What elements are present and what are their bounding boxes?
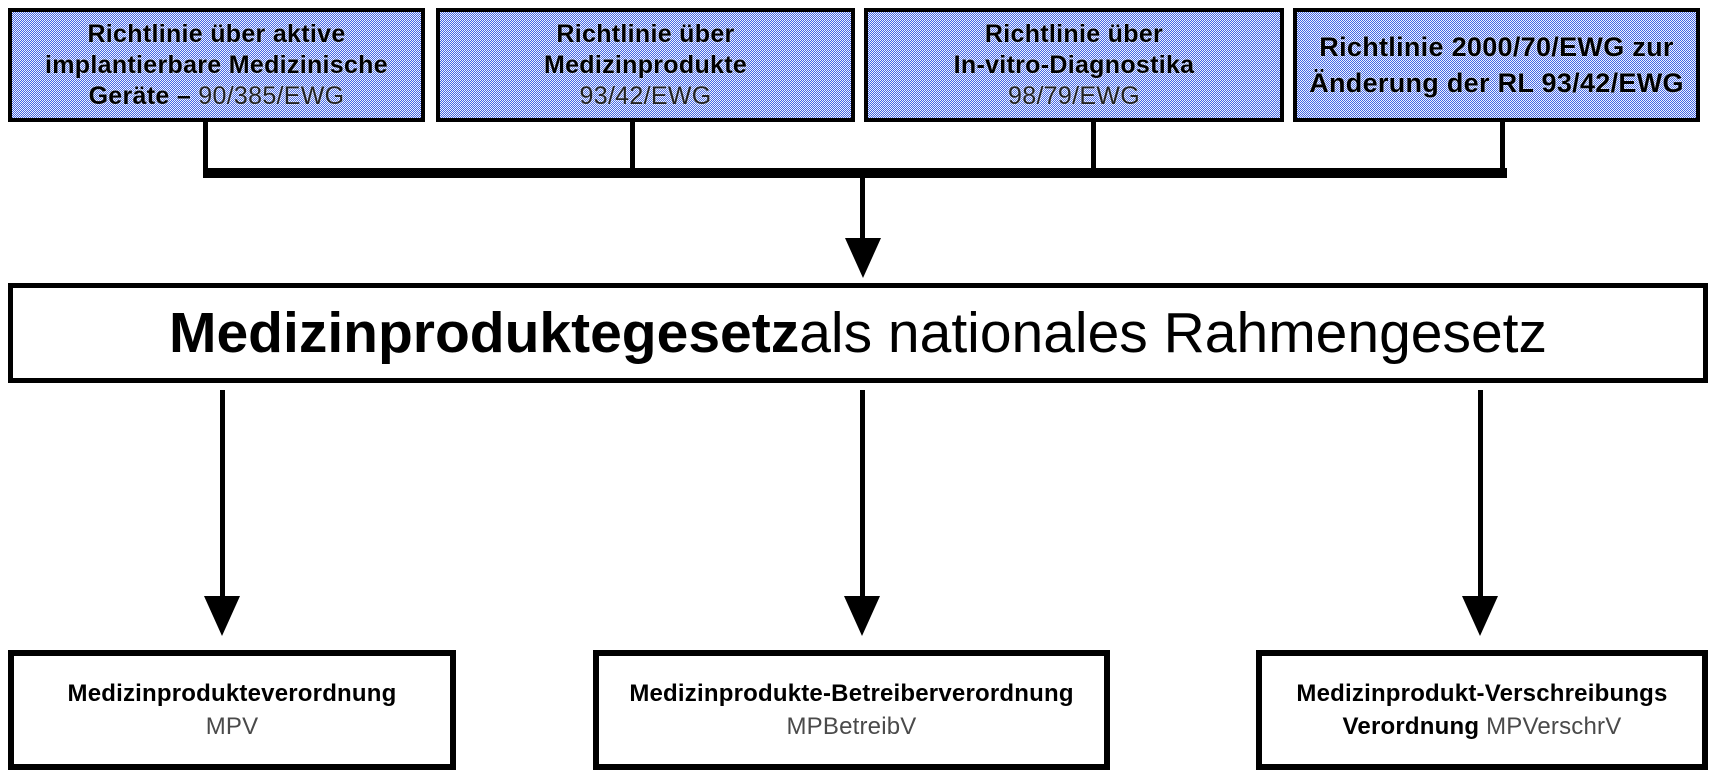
ordinance-box-mpbetreibv: Medizinprodukte-Betreiberverordnung MPBe… <box>593 650 1110 770</box>
ordinance-abbr: MPBetreibV <box>786 713 917 740</box>
directive-title-line: In-vitro-Diagnostika <box>953 50 1195 79</box>
ordinance-title: Medizinprodukteverordnung <box>67 680 397 707</box>
ordinance-box-mpv: Medizinprodukteverordnung MPV <box>8 650 456 770</box>
arrow-shaft <box>1478 390 1483 598</box>
directive-box-aimd: Richtlinie über aktive implantierbare Me… <box>8 8 425 122</box>
ordinance-title-line2: Verordnung MPVerschrV <box>1343 710 1622 743</box>
directive-title-fragment: Geräte – <box>88 81 192 110</box>
connector-bar <box>203 168 1507 178</box>
directive-box-amendment: Richtlinie 2000/70/EWG zur Änderung der … <box>1293 8 1700 122</box>
directive-title-line: Richtlinie über <box>984 19 1164 48</box>
arrow-down-icon <box>1462 596 1498 636</box>
connector-stub <box>1500 122 1505 170</box>
directive-number-line: Geräte – 90/385/EWG <box>89 81 345 112</box>
ordinance-abbr: MPVerschrV <box>1486 713 1622 740</box>
arrow-down-icon <box>844 596 880 636</box>
directive-title-line: implantierbare Medizinische <box>45 50 388 79</box>
ordinance-title: Medizinprodukte-Betreiberverordnung <box>629 680 1074 707</box>
directive-title-line: Richtlinie über <box>556 19 735 48</box>
ordinance-title-fragment: Verordnung <box>1342 713 1480 740</box>
directive-title-line: Richtlinie über aktive <box>87 19 346 48</box>
directive-number: 90/385/EWG <box>198 81 345 110</box>
directive-box-ivd: Richtlinie über In-vitro-Diagnostika 98/… <box>864 8 1284 122</box>
ordinance-title: Medizinprodukt-Verschreibungs <box>1296 680 1668 707</box>
arrow-shaft <box>860 178 865 240</box>
directive-title-line: Richtlinie 2000/70/EWG zur <box>1319 32 1674 62</box>
arrow-down-icon <box>845 238 881 278</box>
law-title-bold: Medizinproduktegesetz <box>168 301 800 365</box>
directive-box-mdd: Richtlinie über Medizinprodukte 93/42/EW… <box>436 8 855 122</box>
directive-title-line: Medizinprodukte <box>543 50 748 79</box>
directive-number: 98/79/EWG <box>1008 81 1140 110</box>
directive-title-line: Änderung der RL 93/42/EWG <box>1309 68 1684 98</box>
law-title-regular: als nationales Rahmengesetz <box>799 301 1548 365</box>
connector-stub <box>1091 122 1096 170</box>
arrow-shaft <box>220 390 225 598</box>
directive-number: 93/42/EWG <box>579 81 712 110</box>
ordinance-abbr: MPV <box>205 713 259 740</box>
ordinance-box-mpverschrv: Medizinprodukt-Verschreibungs Verordnung… <box>1256 650 1708 770</box>
arrow-down-icon <box>204 596 240 636</box>
arrow-shaft <box>860 390 865 598</box>
connector-stub <box>630 122 635 170</box>
law-box: Medizinproduktegesetz als nationales Rah… <box>8 283 1708 383</box>
connector-stub <box>203 122 208 170</box>
